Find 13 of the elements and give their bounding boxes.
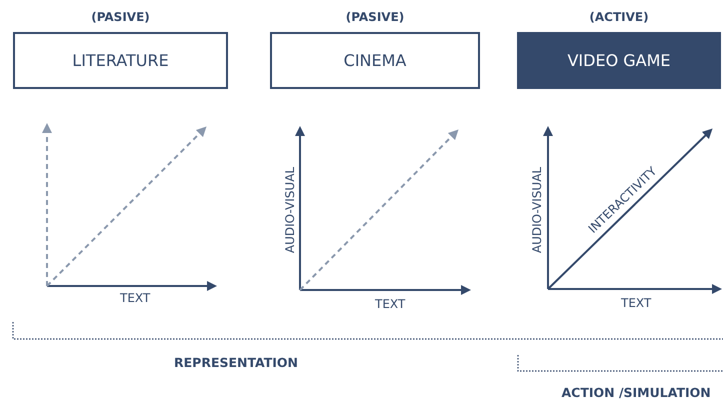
range-label: ACTION /SIMULATION — [562, 384, 711, 400]
mode-heading: (PASIVE) — [344, 10, 406, 24]
range-label: REPRESENTATION — [174, 354, 298, 370]
category-box: VIDEO GAME — [517, 32, 721, 89]
axis-label: AUDIO-VISUAL — [283, 166, 298, 254]
axis-label: AUDIO-VISUAL — [530, 166, 544, 254]
axis-label: TEXT — [375, 297, 406, 311]
axis-label: TEXT — [120, 291, 150, 305]
mode-heading: (PASIVE) — [90, 10, 151, 24]
category-box: LITERATURE — [13, 32, 228, 89]
axis-label: TEXT — [621, 296, 652, 310]
mode-heading: (ACTIVE) — [588, 10, 650, 24]
category-box: CINEMA — [270, 32, 480, 89]
